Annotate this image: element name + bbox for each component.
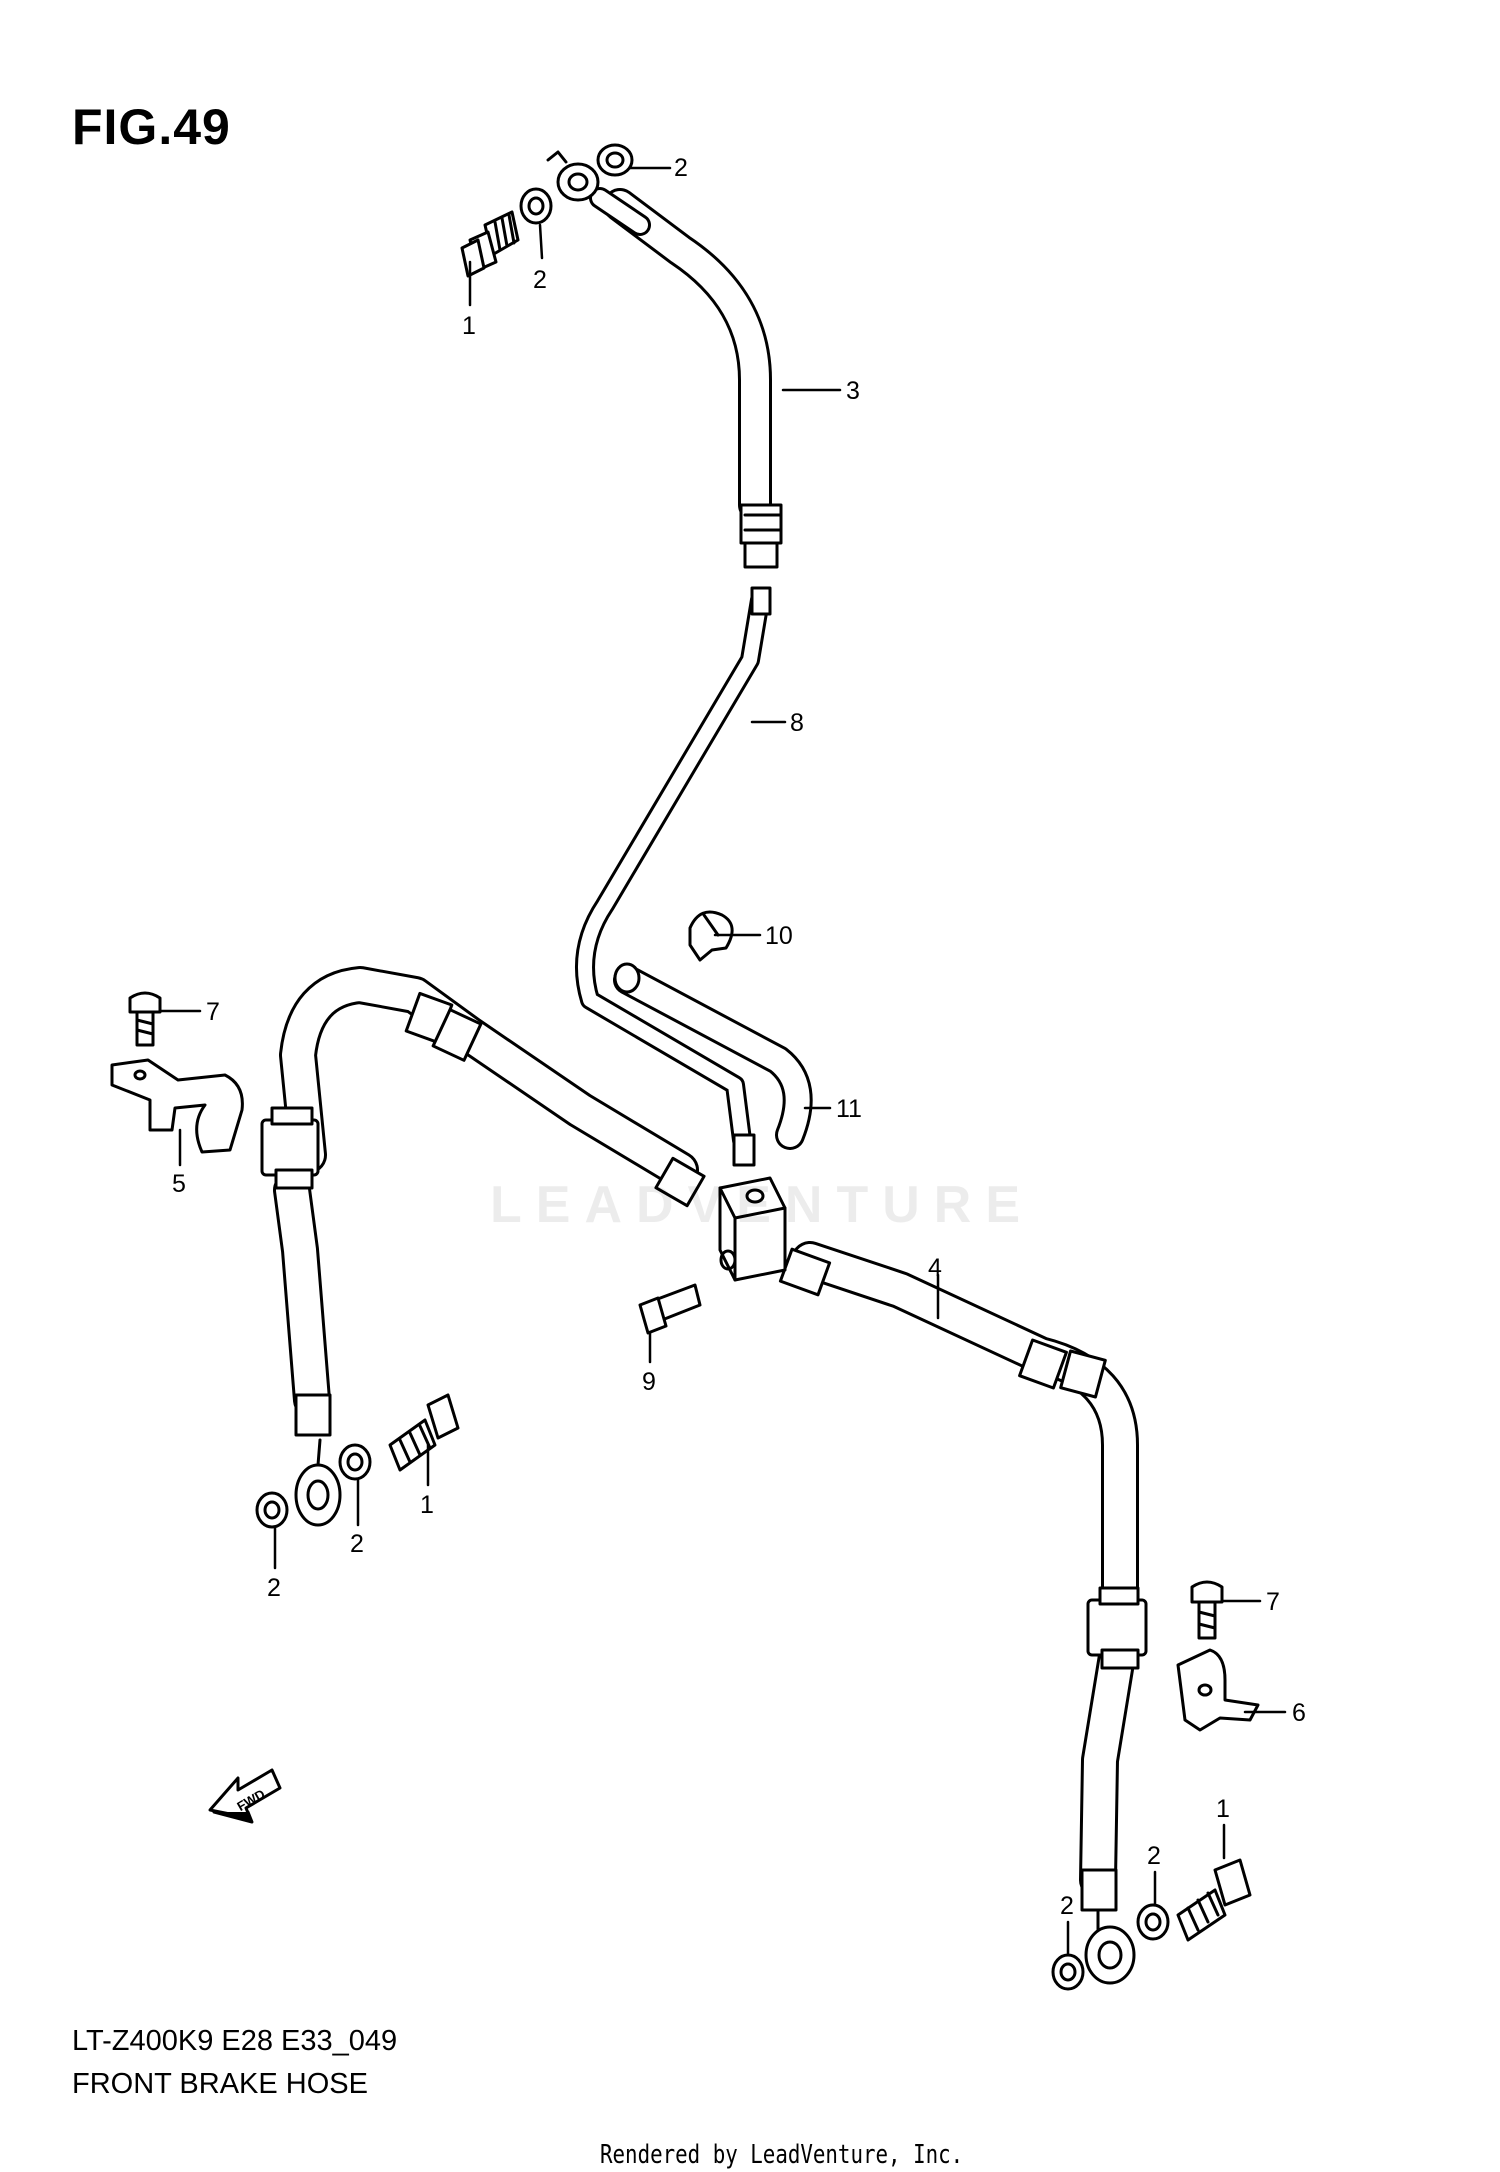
bolt-7-left <box>128 991 162 1047</box>
callout-label: 1 <box>420 1491 434 1519</box>
watermark: LEADVENTURE <box>490 1176 1035 1234</box>
callout-label: 6 <box>1292 1699 1306 1727</box>
banjo-bolt-lower-left <box>388 1393 460 1472</box>
washer-lower-left-1 <box>338 1443 372 1481</box>
callout-label: 4 <box>928 1254 942 1282</box>
callout-label: 2 <box>1060 1892 1074 1920</box>
part-11-protector <box>613 962 813 1150</box>
washer-top-right <box>596 143 634 177</box>
callout-label: 2 <box>1147 1842 1161 1870</box>
callout-label: 10 <box>765 922 793 950</box>
callout-label: 5 <box>172 1170 186 1198</box>
washer-lower-left-2 <box>255 1491 289 1529</box>
callout-label: 2 <box>533 266 547 294</box>
callout-label: 1 <box>462 312 476 340</box>
figure-name: FRONT BRAKE HOSE <box>72 2068 368 2100</box>
bolt-7-right <box>1190 1580 1224 1640</box>
figure-title: FIG.49 <box>72 99 231 155</box>
banjo-bolt-lower-right <box>1176 1858 1252 1942</box>
callout-label: 9 <box>642 1368 656 1396</box>
callout-label: 11 <box>836 1095 862 1123</box>
part-10-clamp <box>688 910 734 962</box>
callout-label: 7 <box>206 998 220 1026</box>
callout-label: 2 <box>350 1530 364 1558</box>
render-credit: Rendered by LeadVenture, Inc. <box>600 2140 964 2170</box>
callout-label: 3 <box>846 377 860 405</box>
part-4-main-hose <box>260 966 1148 1985</box>
joint-tee-block <box>718 1176 787 1282</box>
part-3-upper-hose <box>546 150 783 569</box>
figure-code: LT-Z400K9 E28 E33_049 <box>72 2025 398 2057</box>
bracket-5 <box>110 1058 244 1154</box>
callout-label: 2 <box>674 154 688 182</box>
leader-lines <box>158 166 1287 1957</box>
callout-label: 8 <box>790 709 804 737</box>
washer-lower-right-1 <box>1136 1903 1170 1941</box>
callout-label: 7 <box>1266 1588 1280 1616</box>
banjo-bolt-top <box>460 210 520 278</box>
washer-top-left <box>519 187 553 225</box>
bracket-6 <box>1176 1648 1260 1732</box>
part-8-brake-pipe <box>575 586 772 1167</box>
callout-label: 1 <box>1216 1795 1230 1823</box>
bolt-9 <box>638 1283 702 1335</box>
washer-lower-right-2 <box>1051 1953 1085 1991</box>
fwd-arrow-icon <box>208 1768 282 1824</box>
callout-label: 2 <box>267 1574 281 1602</box>
